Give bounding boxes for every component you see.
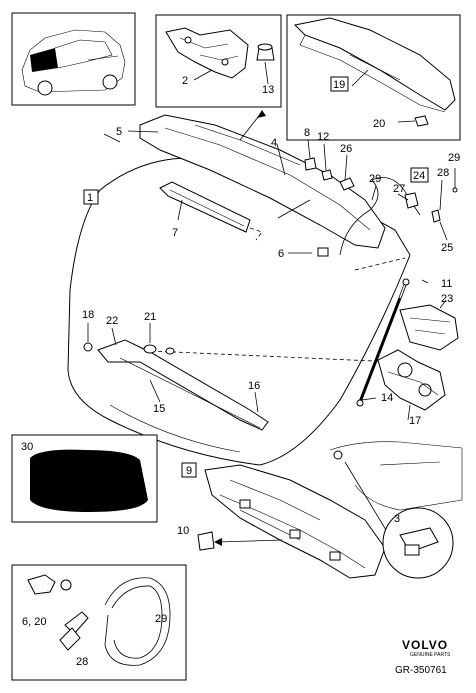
callout-23: 23: [441, 293, 453, 305]
callout-8: 8: [304, 127, 310, 139]
callout-13: 13: [262, 84, 274, 96]
wiper-motor: [377, 304, 459, 411]
callout-2: 2: [182, 75, 188, 87]
callout-24: 24: [413, 170, 425, 182]
callout-20: 20: [373, 118, 385, 130]
callout-27: 27: [393, 183, 405, 195]
wiper-arm: [83, 339, 269, 431]
callout-24-box: [410, 167, 429, 183]
callout-3: 3: [394, 513, 400, 525]
brand-tagline: GENUINE PARTS: [410, 652, 451, 658]
callout-29: 29: [448, 152, 460, 164]
callout-16: 16: [248, 380, 260, 392]
inset-30-mat: [11, 434, 158, 523]
inset-hose-connector: [11, 564, 187, 681]
callout-17: 17: [409, 415, 421, 427]
callout-1-box: [83, 189, 99, 205]
callout-15: 15: [153, 403, 165, 415]
callout-29-lower: 29: [155, 613, 167, 625]
callout-6-20: 6, 20: [22, 616, 46, 628]
callout-11: 11: [441, 278, 452, 290]
callout-19-box: [330, 76, 349, 92]
spoiler-inset: [286, 14, 461, 141]
car-overview-inset: [11, 12, 136, 106]
callout-21: 21: [144, 311, 156, 323]
reference-number: GR-350761: [395, 665, 447, 676]
lower-trim-panel: [204, 464, 386, 579]
clip-10: [197, 531, 283, 551]
callout-9: 9: [186, 465, 192, 477]
callout-6: 6: [278, 248, 284, 260]
callout-25: 25: [441, 242, 453, 254]
brake-light: [159, 181, 263, 241]
callout-1: 1: [87, 192, 93, 204]
washer-hose-upper: [304, 157, 458, 257]
gas-strut: [356, 278, 410, 407]
callout-10: 10: [177, 525, 189, 537]
callout-7: 7: [172, 227, 178, 239]
callout-4: 4: [271, 137, 277, 149]
callout-14: 14: [381, 392, 393, 404]
volvo-logo: VOLVO GENUINE PARTS: [402, 638, 451, 658]
brand-name: VOLVO: [402, 638, 448, 652]
upper-spoiler-panel: [139, 114, 386, 249]
callout-26: 26: [340, 143, 352, 155]
hinge-inset: [155, 14, 282, 108]
callout-12: 12: [317, 131, 329, 143]
callout-29-upper: 29: [369, 173, 381, 185]
callout-5: 5: [116, 126, 122, 138]
inset-3-bulb: [333, 450, 454, 579]
callout-22: 22: [106, 315, 118, 327]
callout-labels: 1 2 13 19 20 5 4 8 12 26 29 28 24 29 27 …: [21, 75, 460, 668]
callout-9-box: [181, 462, 197, 478]
leader-lines: [87, 130, 448, 421]
callout-18: 18: [82, 309, 94, 321]
callout-30: 30: [21, 441, 33, 453]
callout-19: 19: [333, 79, 345, 91]
callout-28: 28: [437, 167, 449, 179]
callout-28-lower: 28: [76, 656, 88, 668]
